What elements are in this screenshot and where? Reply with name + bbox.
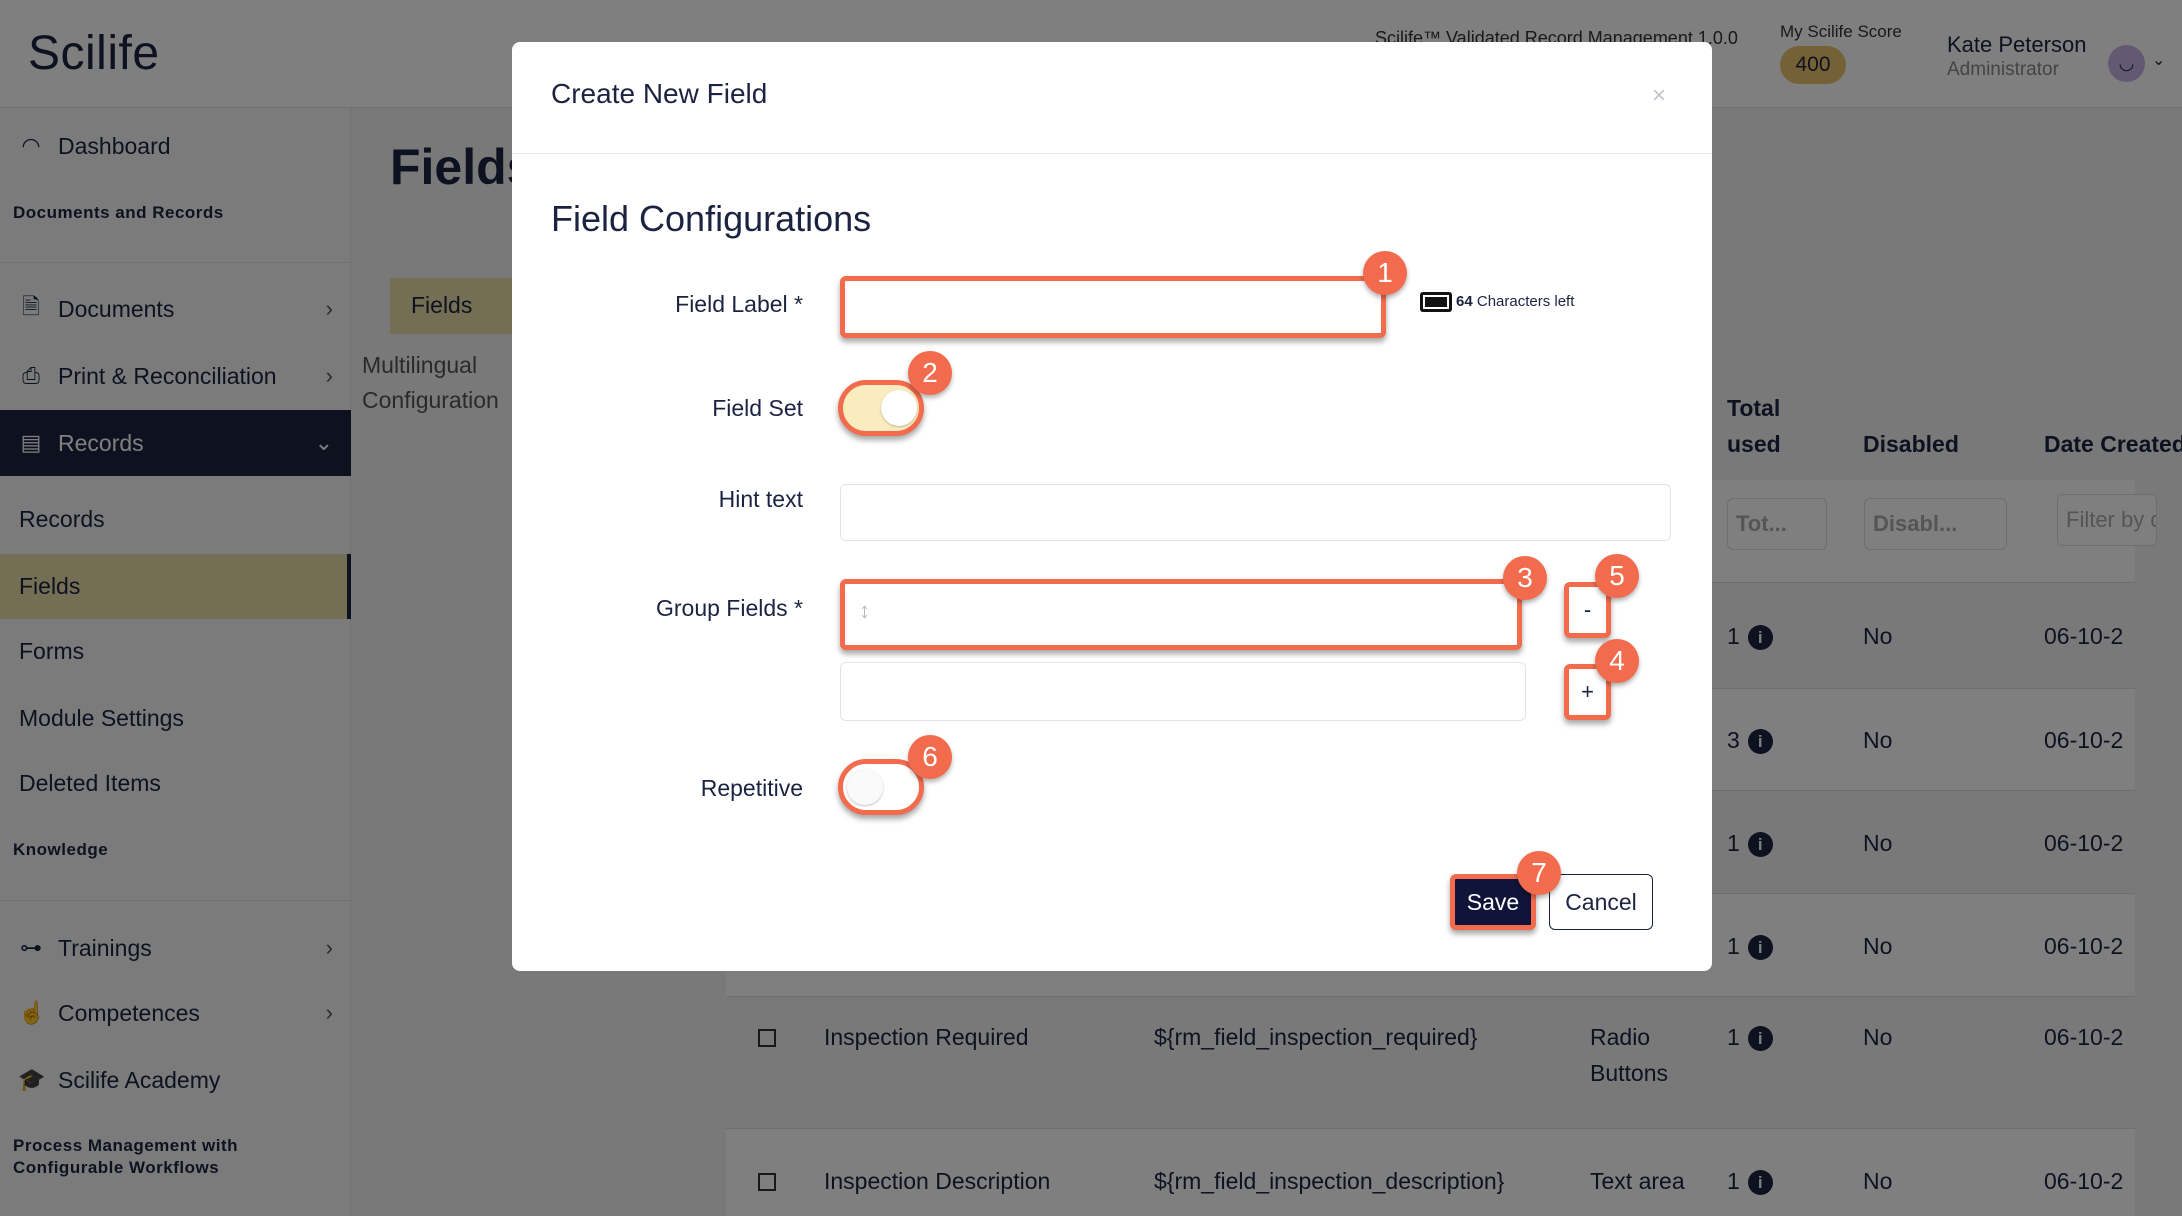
field-label-input[interactable] <box>840 276 1386 338</box>
divider <box>512 153 1712 154</box>
group-field-input-2[interactable] <box>840 662 1526 721</box>
hint-text-label: Hint text <box>718 486 803 512</box>
annotation-badge: 4 <box>1595 639 1639 683</box>
annotation-badge: 1 <box>1363 251 1407 295</box>
cancel-button[interactable]: Cancel <box>1549 874 1653 930</box>
create-field-modal: Create New Field × Field Configurations … <box>512 42 1712 971</box>
group-field-input-1[interactable]: ↕ <box>840 579 1522 650</box>
char-count: 64 <box>1456 292 1473 310</box>
repetitive-toggle[interactable] <box>838 759 924 815</box>
section-title: Field Configurations <box>551 198 872 239</box>
annotation-badge: 3 <box>1503 556 1547 600</box>
drag-handle-icon[interactable]: ↕ <box>859 598 870 623</box>
toggle-knob <box>881 390 917 426</box>
annotation-badge: 2 <box>908 351 952 395</box>
repetitive-label: Repetitive <box>700 775 803 801</box>
keyboard-icon <box>1420 292 1452 312</box>
field-set-toggle[interactable] <box>838 380 924 436</box>
annotation-badge: 6 <box>908 735 952 779</box>
group-fields-label: Group Fields * <box>655 595 803 621</box>
annotation-badge: 5 <box>1595 554 1639 598</box>
toggle-knob <box>847 769 883 805</box>
char-counter: 64 Characters left <box>1420 292 1574 312</box>
annotation-badge: 7 <box>1517 851 1561 895</box>
close-icon[interactable]: × <box>1652 82 1667 109</box>
field-label-label: Field Label * <box>675 291 803 317</box>
hint-text-input[interactable] <box>840 484 1671 541</box>
field-set-label: Field Set <box>712 395 803 421</box>
modal-title: Create New Field <box>551 78 768 109</box>
char-text: Characters left <box>1476 292 1575 310</box>
